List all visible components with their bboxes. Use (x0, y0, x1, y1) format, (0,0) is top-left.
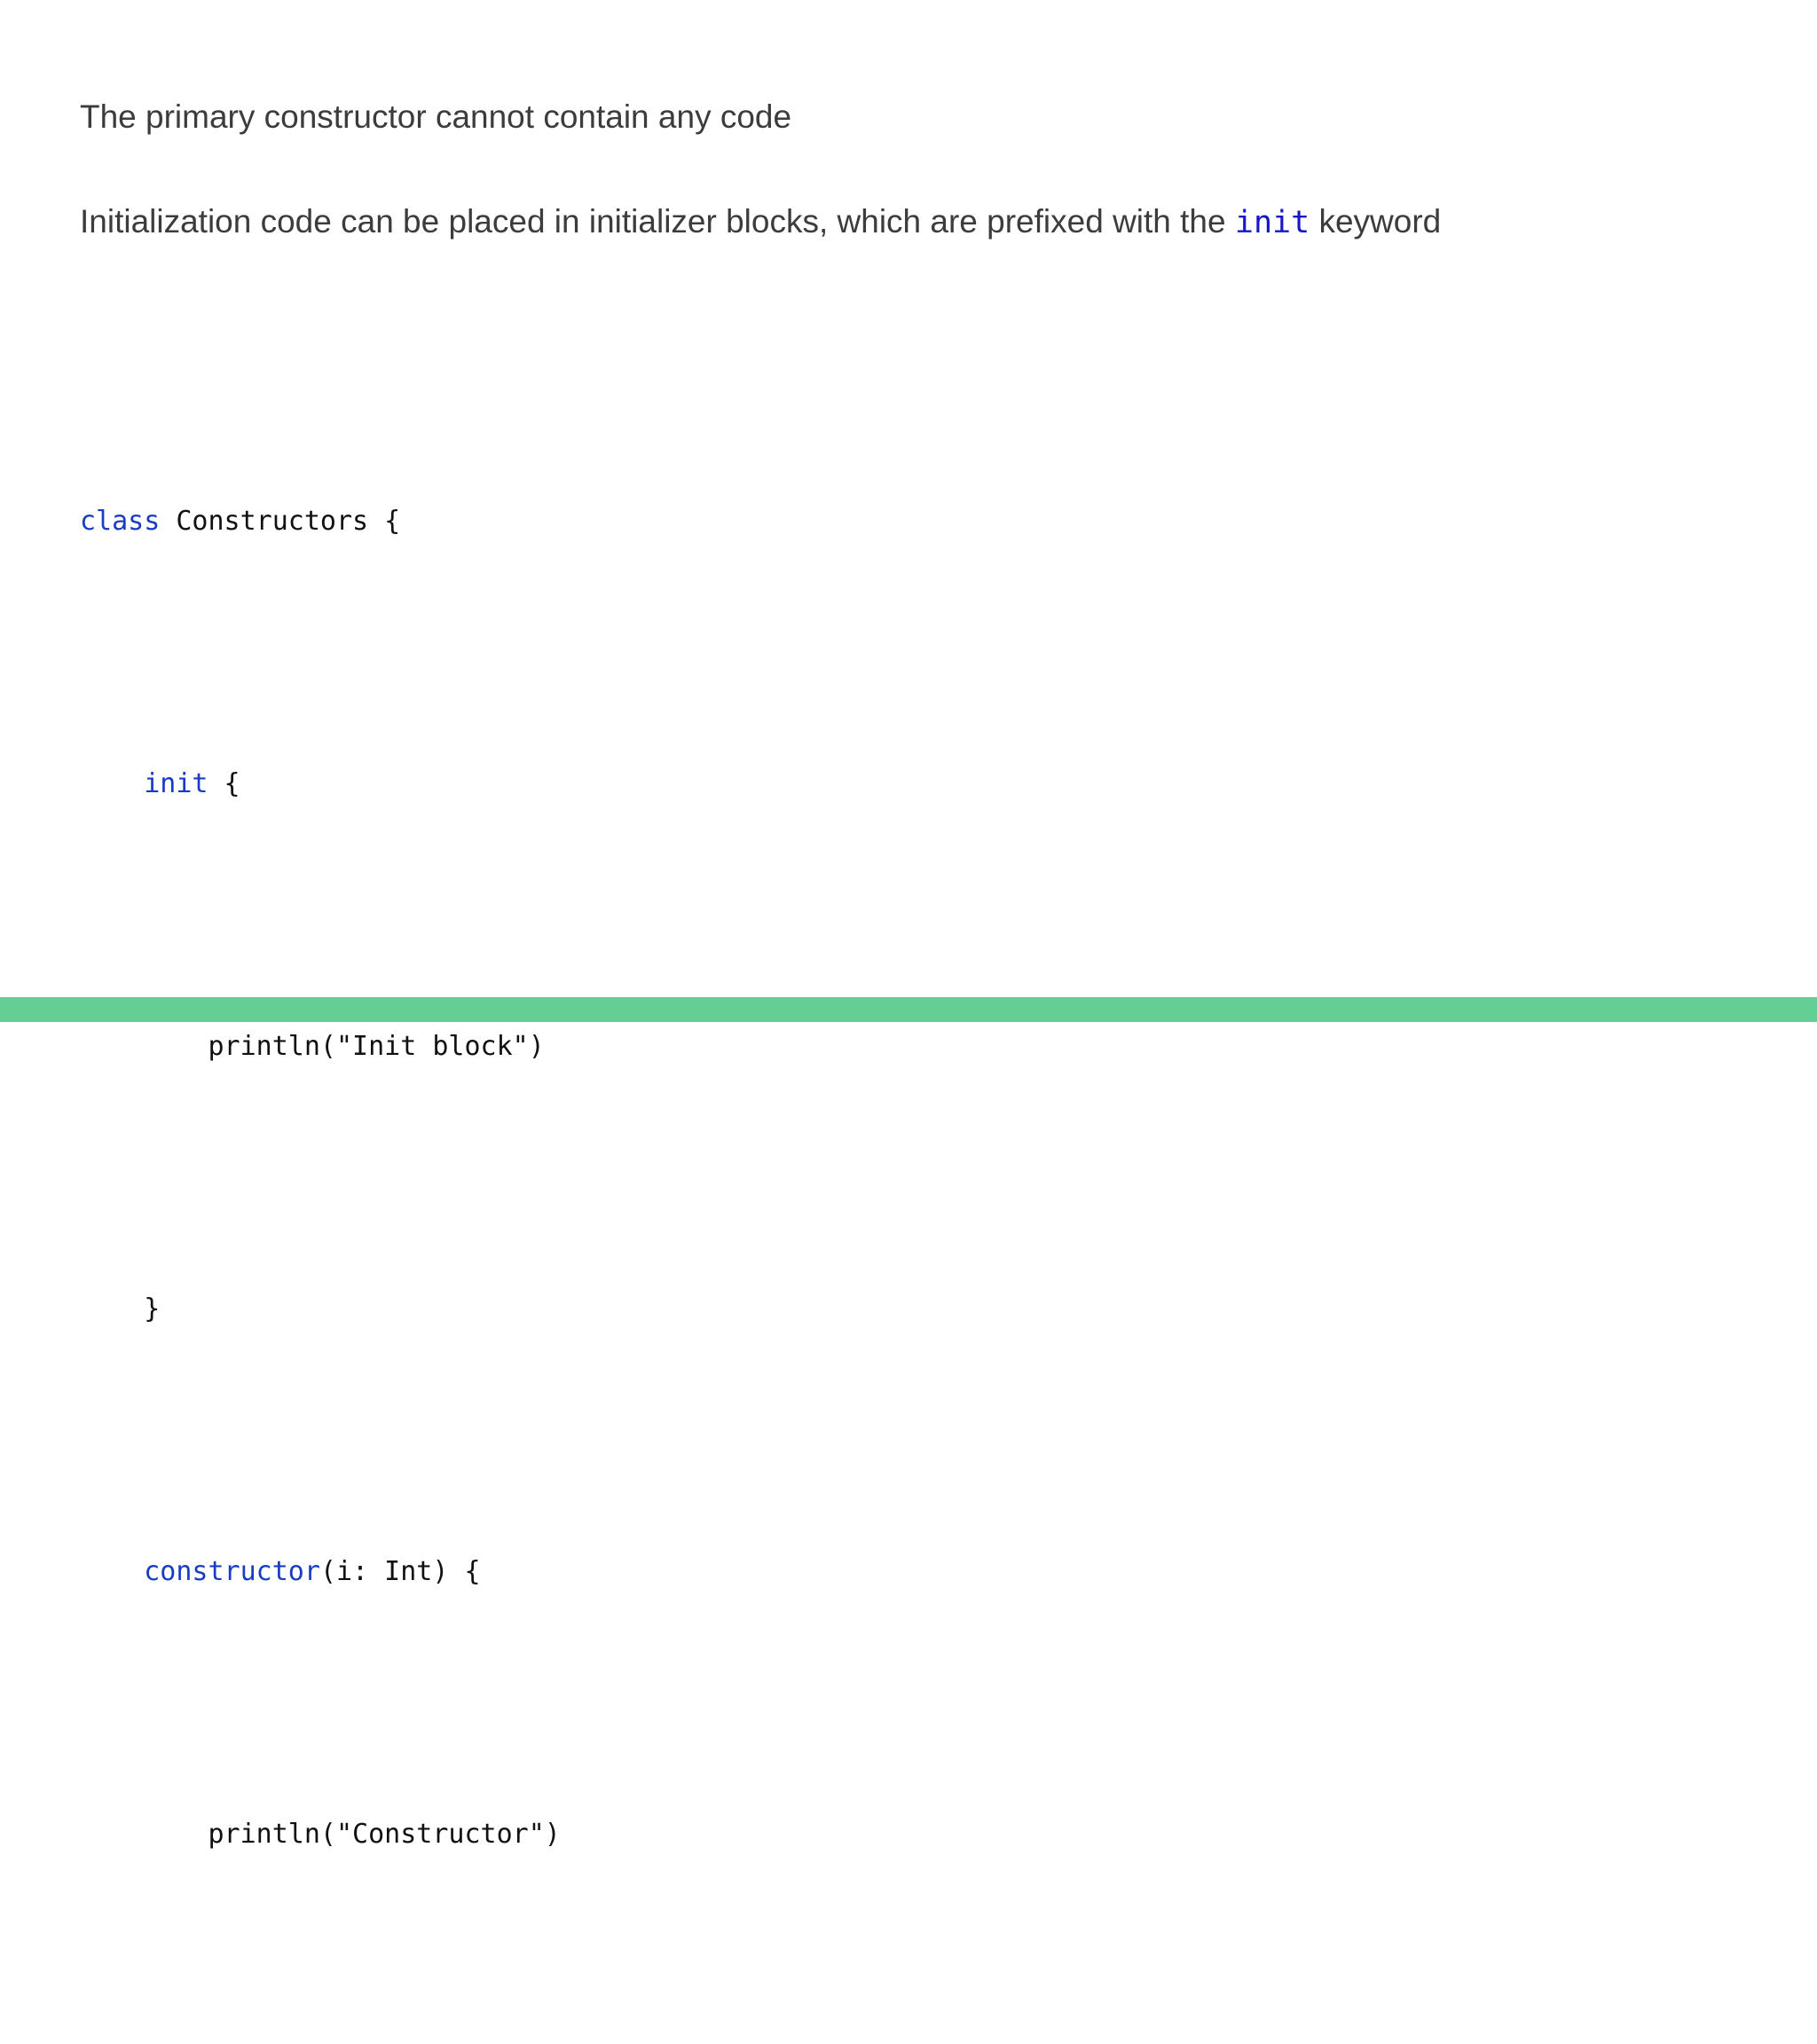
slide-canvas: The primary constructor cannot contain a… (0, 98, 1817, 1850)
code-line-println-init-block: println("Init block") (80, 1031, 545, 1062)
code-line-class-declaration: class Constructors { (80, 489, 1748, 554)
code-block-constructors: class Constructors { init { println("Ini… (80, 292, 1748, 2044)
code-line-init-block-close: } (80, 1293, 161, 1325)
paragraph-text-before-keyword: Initialization code can be placed in ini… (80, 203, 1235, 240)
inline-init-keyword: init (1234, 205, 1310, 240)
code-text-class-name: Constructors { (160, 506, 401, 537)
slide-content: The primary constructor cannot contain a… (80, 85, 1748, 2044)
code-line-init-block-open: init { (80, 751, 1748, 817)
code-keyword-class: class (80, 506, 161, 537)
code-keyword-init: init (144, 768, 208, 799)
code-text-constructor-params: (i: Int) { (319, 1556, 481, 1587)
footer-accent-bar (0, 997, 1817, 1022)
paragraph-primary-constructor: The primary constructor cannot contain a… (80, 98, 792, 135)
code-keyword-constructor: constructor (144, 1556, 320, 1587)
code-line-constructor-open: constructor(i: Int) { (80, 1539, 1748, 1605)
paragraph-initialization-code: Initialization code can be placed in ini… (80, 190, 1730, 255)
paragraph-text-after-keyword: keyword (1310, 203, 1442, 240)
code-text-init-brace: { (208, 768, 240, 799)
code-indent (80, 768, 144, 799)
code-indent (80, 1556, 144, 1587)
code-line-println-constructor: println("Constructor") (80, 1819, 561, 1850)
